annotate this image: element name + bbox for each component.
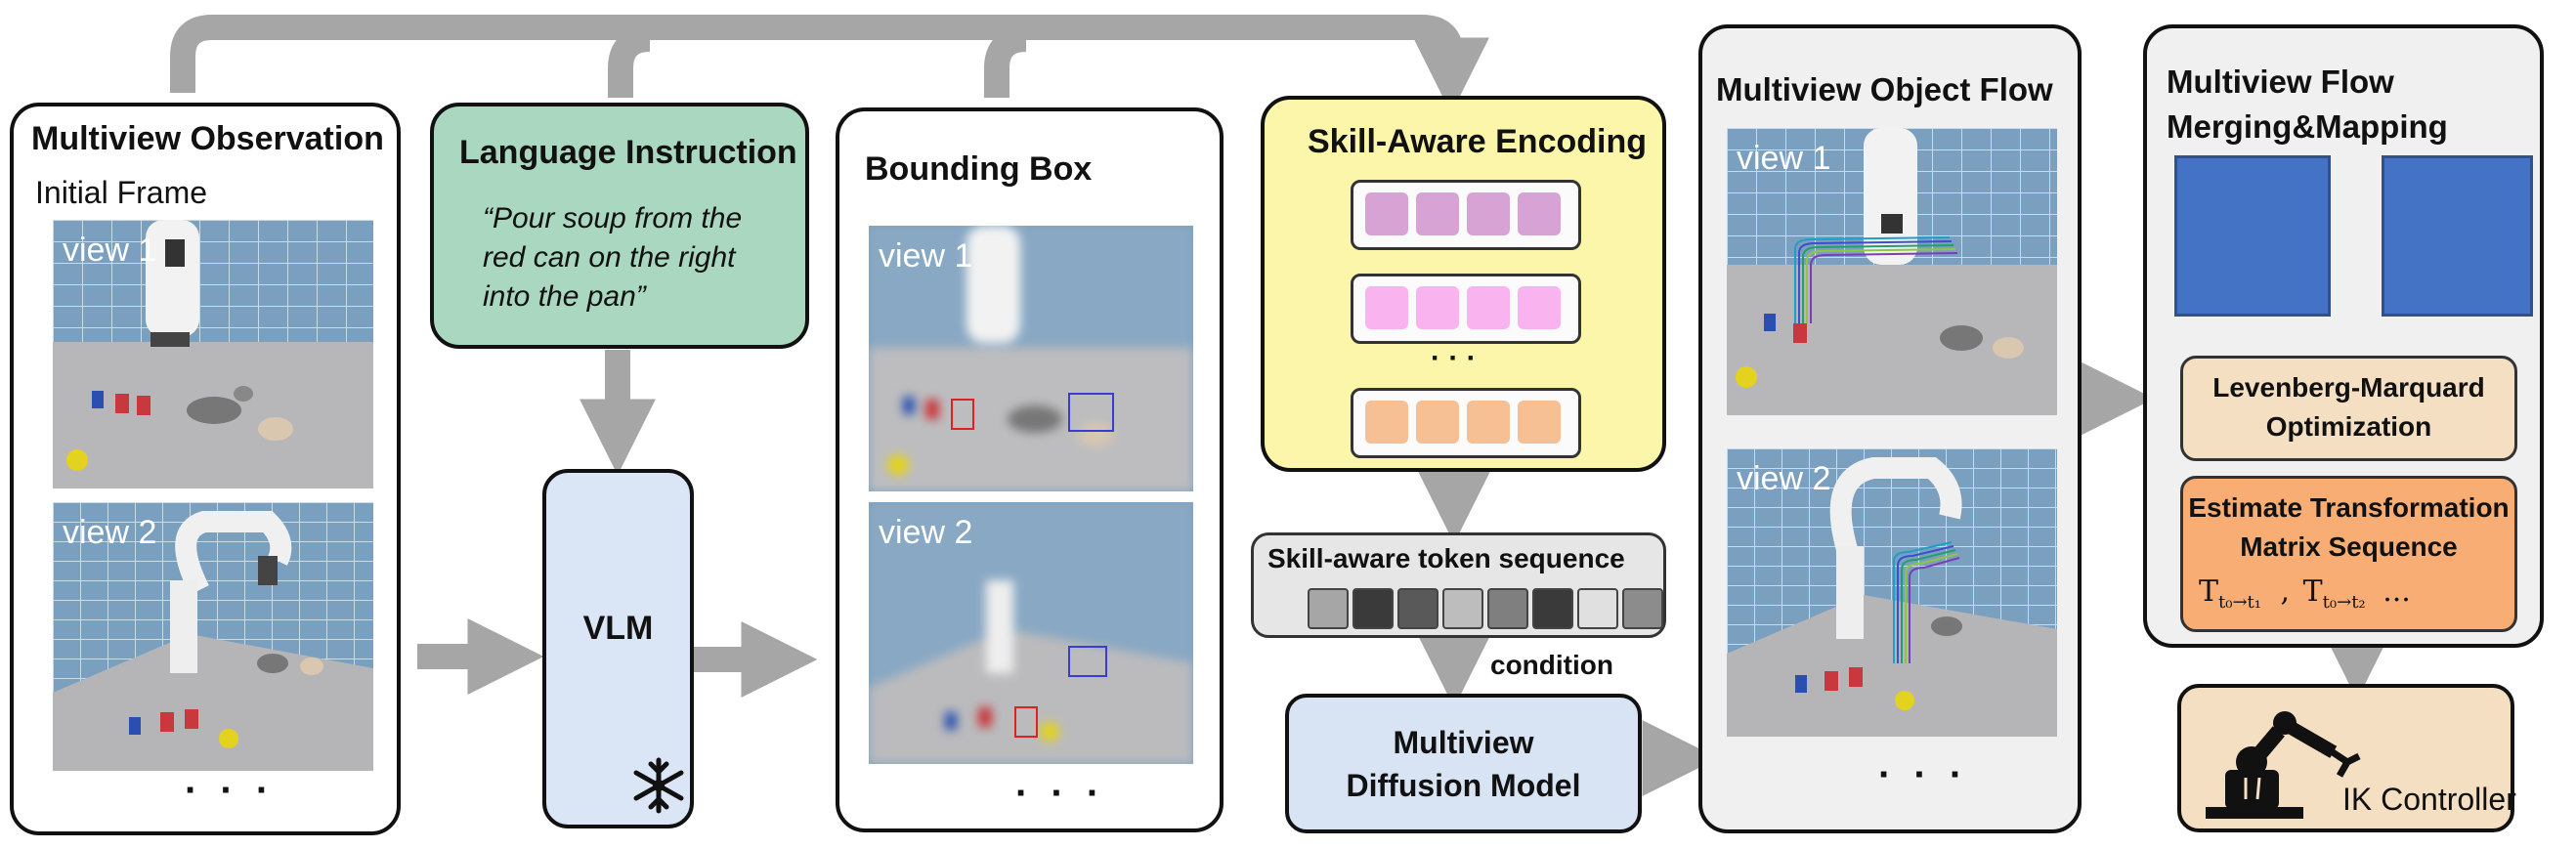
- observation-view2-label: view 2: [63, 514, 157, 551]
- bbox-view1-label: view 1: [879, 237, 973, 275]
- ik-controller-box: IK Controller: [2177, 684, 2516, 832]
- skill-token-row-1: [1351, 180, 1581, 250]
- robot-arm-icon: [2201, 701, 2367, 824]
- bbox-ellipsis: · · ·: [1015, 772, 1106, 815]
- observation-ellipsis: · · ·: [185, 769, 276, 812]
- transform-t1: T: [2199, 574, 2219, 609]
- sequence-token: [1622, 588, 1663, 629]
- observation-view1-label: view 1: [63, 232, 157, 269]
- flow-view2-label: view 2: [1737, 460, 1831, 497]
- bbox-view2-label: view 2: [879, 514, 973, 551]
- skill-token: [1467, 401, 1510, 444]
- sequence-token: [1487, 588, 1528, 629]
- skill-token: [1365, 401, 1408, 444]
- transform-t1-sub: t₀→t₁: [2218, 592, 2261, 613]
- top-bus-arrow: [170, 15, 1489, 114]
- estimate-line2: Matrix Sequence: [2240, 531, 2458, 562]
- skill-token: [1467, 286, 1510, 329]
- skill-token: [1416, 286, 1459, 329]
- initial-frame-label: Initial Frame: [35, 175, 208, 210]
- flow-view1-label: view 1: [1737, 140, 1831, 177]
- sequence-token: [1397, 588, 1438, 629]
- bbox-view2-image: view 2: [869, 502, 1193, 764]
- flow-view1-image: view 1: [1727, 128, 2057, 415]
- language-panel: Language Instruction “Pour soup from the…: [430, 103, 809, 349]
- language-title: Language Instruction: [459, 134, 797, 171]
- skill-encoding-panel: Skill-Aware Encoding · · ·: [1261, 96, 1666, 472]
- skill-encoding-title: Skill-Aware Encoding: [1308, 123, 1648, 160]
- observation-view1-image: view 1: [53, 220, 373, 488]
- transform-sep: ,: [2280, 574, 2291, 609]
- sequence-token: [1442, 588, 1483, 629]
- skill-token: [1518, 401, 1561, 444]
- object-flow-panel: Multiview Object Flow: [1698, 24, 2082, 833]
- skill-token: [1365, 286, 1408, 329]
- bbox-title: Bounding Box: [865, 150, 1093, 188]
- skill-token-row-3: [1351, 388, 1581, 458]
- skill-token: [1365, 192, 1408, 235]
- language-to-bus: [608, 26, 651, 98]
- skill-ellipsis: · · ·: [1431, 342, 1477, 374]
- observation-view2-image: view 2: [53, 502, 373, 771]
- view-square-1: [2174, 155, 2331, 317]
- skill-token: [1518, 192, 1561, 235]
- lm-optimization-box: Levenberg-Marquard Optimization: [2180, 356, 2517, 461]
- diffusion-line1: Multiview: [1393, 725, 1534, 760]
- sequence-token: [1308, 588, 1349, 629]
- sequence-token: [1532, 588, 1573, 629]
- flow-view2-image: view 2: [1727, 448, 2057, 737]
- sequence-token: [1577, 588, 1618, 629]
- skill-token: [1518, 286, 1561, 329]
- observation-title: Multiview Observation: [31, 120, 384, 157]
- vlm-label: VLM: [582, 610, 654, 647]
- vlm-box: VLM: [542, 469, 694, 828]
- skill-token: [1416, 192, 1459, 235]
- estimate-transform-box: Estimate Transformation Matrix Sequence …: [2180, 476, 2517, 632]
- language-instruction-text: “Pour soup from the red can on the right…: [483, 202, 743, 313]
- transform-sequence: Tt₀→t₁ , Tt₀→t₂ ...: [2199, 574, 2411, 613]
- merge-title-line2: Merging&Mapping: [2167, 108, 2448, 145]
- transform-t2: T: [2302, 574, 2323, 609]
- view-square-2: [2382, 155, 2533, 317]
- bbox-to-bus: [984, 26, 1027, 98]
- bbox-panel: Bounding Box view 1: [836, 107, 1224, 832]
- diffusion-line2: Diffusion Model: [1346, 768, 1581, 803]
- lm-line1: Levenberg-Marquard: [2212, 372, 2485, 403]
- lm-line2: Optimization: [2265, 411, 2432, 442]
- skill-token: [1467, 192, 1510, 235]
- transform-more: ...: [2383, 574, 2411, 609]
- sequence-token: [1352, 588, 1394, 629]
- skill-token-row-2: [1351, 274, 1581, 344]
- merge-title-line1: Multiview Flow: [2167, 64, 2394, 100]
- ik-controller-label: IK Controller: [2342, 782, 2516, 817]
- token-sequence-title: Skill-aware token sequence: [1267, 543, 1625, 573]
- condition-label: condition: [1490, 650, 1613, 680]
- merge-mapping-panel: Multiview Flow Merging&Mapping Levenberg…: [2143, 24, 2544, 648]
- estimate-line1: Estimate Transformation: [2188, 492, 2510, 523]
- bbox-view1-image: view 1: [869, 226, 1193, 491]
- diffusion-model-box: Multiview Diffusion Model: [1285, 694, 1642, 833]
- snowflake-icon: [629, 756, 688, 815]
- token-sequence-box: Skill-aware token sequence: [1251, 532, 1666, 638]
- flow-ellipsis: · · ·: [1878, 753, 1969, 796]
- observation-panel: Multiview Observation Initial Frame view…: [10, 103, 401, 835]
- transform-t2-sub: t₀→t₂: [2322, 592, 2366, 613]
- skill-token: [1416, 401, 1459, 444]
- object-flow-title: Multiview Object Flow: [1716, 71, 2053, 107]
